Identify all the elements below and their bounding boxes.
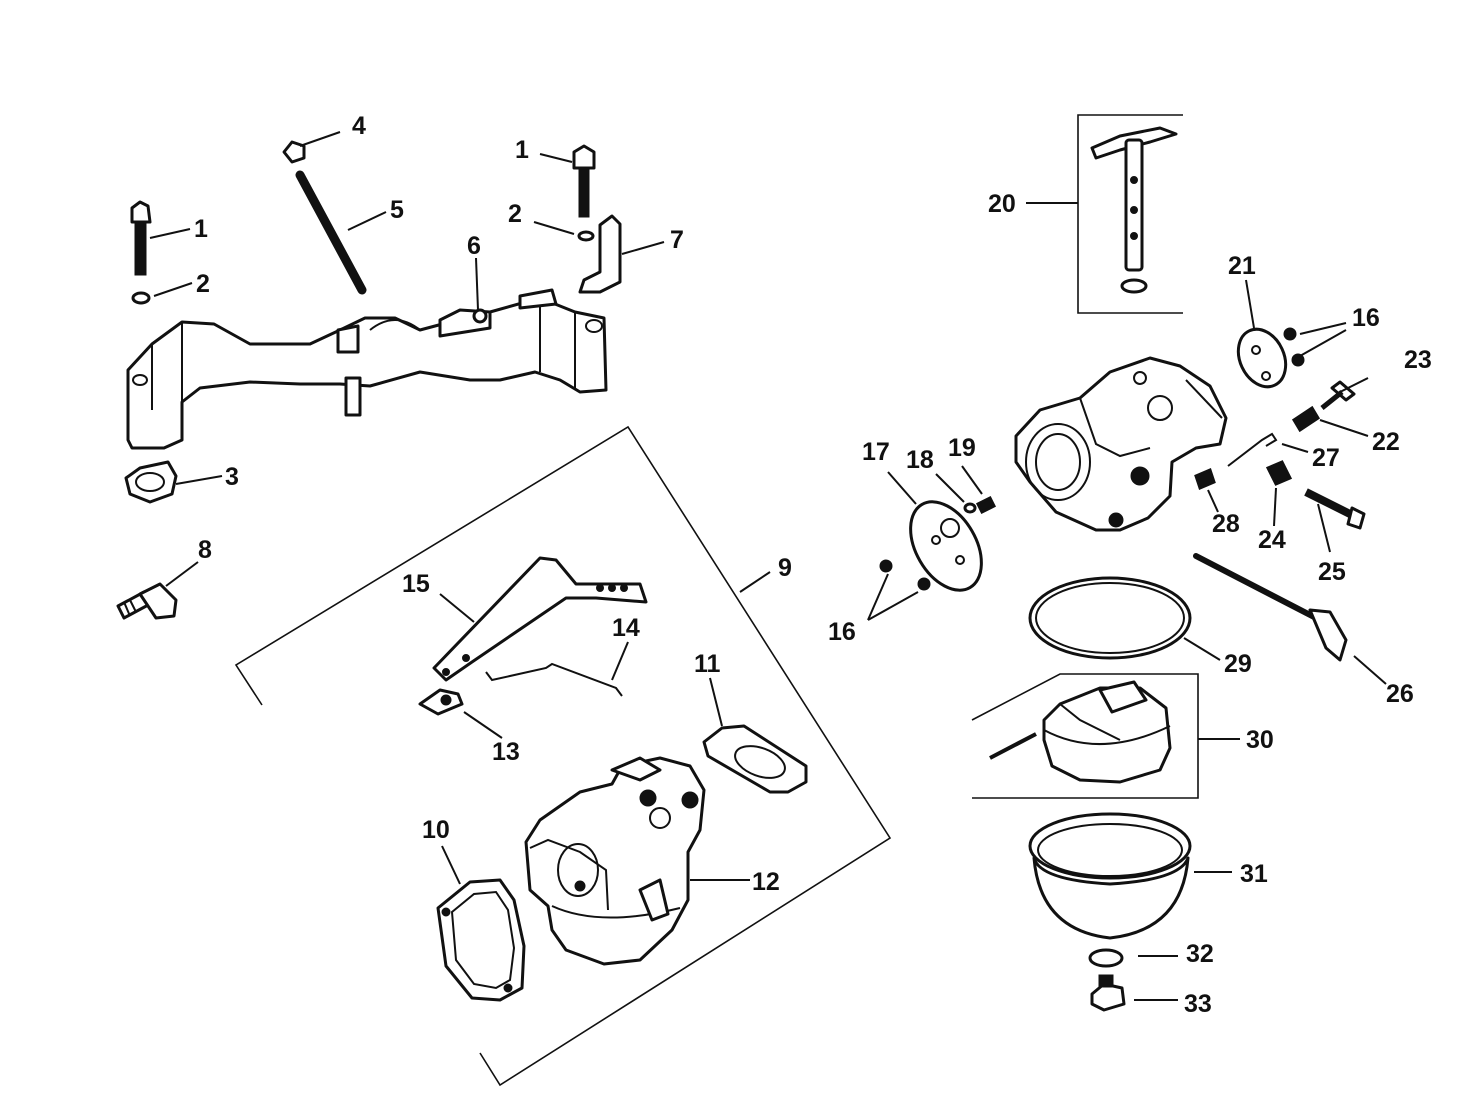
- part-22-spring: [1291, 405, 1321, 433]
- callout-27: 27: [1312, 444, 1340, 472]
- callout-10: 10: [422, 816, 450, 844]
- part-7-bracket: [578, 214, 622, 294]
- callout-30: 30: [1246, 726, 1274, 754]
- part-29-gasket-ring: [1028, 576, 1192, 660]
- part-16-screw-left-a: [879, 559, 893, 573]
- callout-15: 15: [402, 570, 430, 598]
- callout-33: 33: [1184, 990, 1212, 1018]
- callout-23: 23: [1404, 346, 1432, 374]
- part-20-throttle-shaft: [1090, 126, 1178, 294]
- part-28-spring: [1194, 467, 1216, 491]
- part-1-bolt-right: [572, 144, 596, 218]
- part-24-plug: [1265, 460, 1293, 486]
- part-21-plate: [1236, 327, 1288, 389]
- callout-32: 32: [1186, 940, 1214, 968]
- callout-24: 24: [1258, 526, 1286, 554]
- part-25-bolt: [1304, 488, 1366, 530]
- part-12-carburetor-assembly: [524, 756, 706, 966]
- leader-lines: [149, 131, 1387, 1001]
- part-6-fitting: [472, 308, 488, 324]
- callout-3: 3: [225, 463, 239, 491]
- callout-25: 25: [1318, 558, 1346, 586]
- part-2-washer-left: [131, 291, 151, 305]
- callout-1-left: 1: [194, 215, 208, 243]
- part-3-gasket: [124, 460, 178, 504]
- callout-14: 14: [612, 614, 640, 642]
- callout-2-left: 2: [196, 270, 210, 298]
- part-30-box-outline: [971, 673, 1199, 799]
- callout-8: 8: [198, 536, 212, 564]
- part-14-link-rod: [485, 662, 623, 697]
- part-23-screw: [1320, 380, 1356, 410]
- part-32-washer: [1088, 948, 1124, 968]
- part-1-bolt-left: [130, 200, 152, 276]
- part-30-float: [989, 680, 1172, 784]
- callout-labels: 1 2 3 4 5 1 2 6 7 8 9 10 11 12 13 14 15 …: [194, 112, 1432, 1018]
- callout-4: 4: [352, 112, 366, 140]
- callout-20: 20: [988, 190, 1016, 218]
- part-13-clip: [418, 688, 464, 716]
- callout-17: 17: [862, 438, 890, 466]
- part-8-elbow-fitting: [116, 582, 178, 620]
- part-4-nut: [282, 140, 306, 164]
- part-26-throttle-shaft: [1193, 553, 1348, 662]
- intake-manifold: [126, 288, 608, 450]
- part-20-box-outline: [1077, 114, 1183, 314]
- part-11-gasket: [702, 724, 808, 794]
- callout-11: 11: [694, 650, 721, 678]
- callout-2-right: 2: [508, 200, 522, 228]
- callout-19: 19: [948, 434, 976, 462]
- callout-1-right: 1: [515, 136, 529, 164]
- part-17-diaphragm-plate: [909, 500, 983, 592]
- part-33-drain-screw: [1090, 974, 1126, 1012]
- callout-16-top: 16: [1352, 304, 1380, 332]
- part-15-throttle-lever: [432, 556, 648, 682]
- part-10-gasket: [436, 878, 526, 1002]
- part-2-washer-right: [577, 230, 595, 242]
- part-31-float-bowl: [1028, 812, 1192, 940]
- callout-9: 9: [778, 554, 792, 582]
- callout-7: 7: [670, 226, 684, 254]
- callout-26: 26: [1386, 680, 1414, 708]
- callout-28: 28: [1212, 510, 1240, 538]
- callout-16-left: 16: [828, 618, 856, 646]
- part-16-screw-top-a: [1283, 327, 1297, 341]
- carb-kit-box-outline: [234, 425, 892, 1087]
- callout-21: 21: [1228, 252, 1256, 280]
- callout-12: 12: [752, 868, 780, 896]
- callout-6: 6: [467, 232, 481, 260]
- callout-18: 18: [906, 446, 934, 474]
- part-19-spring: [975, 495, 997, 515]
- callout-29: 29: [1224, 650, 1252, 678]
- carburetor-body: [1014, 356, 1228, 532]
- part-27-needle: [1227, 432, 1278, 467]
- callout-5: 5: [390, 196, 404, 224]
- part-16-screw-top-b: [1291, 353, 1305, 367]
- callout-13: 13: [492, 738, 520, 766]
- part-16-screw-left-b: [917, 577, 931, 591]
- callout-22: 22: [1372, 428, 1400, 456]
- callout-31: 31: [1240, 860, 1268, 888]
- part-18-ball: [963, 502, 977, 514]
- part-5-stud: [295, 170, 367, 295]
